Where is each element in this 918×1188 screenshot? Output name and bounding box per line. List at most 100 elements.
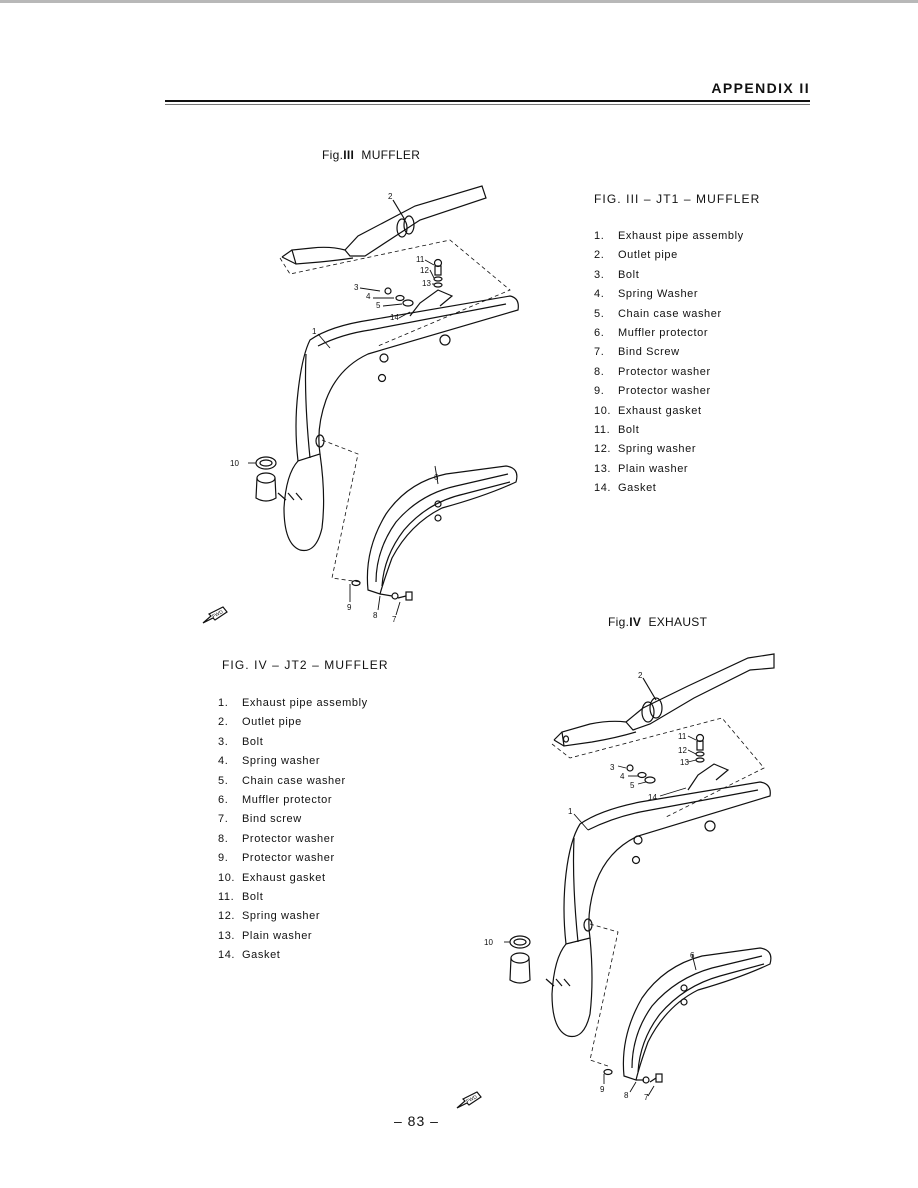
part-name: Bind screw [242,813,302,826]
part-list-item: 8.Protector washer [218,830,368,849]
part-name: Exhaust pipe assembly [618,230,744,242]
part-list-item: 7. Bind Screw [594,343,744,362]
part-number: 4. [218,755,229,768]
part-number: 12. [218,910,236,923]
part-name: Exhaust gasket [242,871,326,884]
scan-edge [0,0,918,3]
part-name: Muffler protector [618,326,709,339]
part-list-item: 14.Gasket [594,479,744,498]
part-list-item: 13. Plain washer [594,460,744,479]
part-number: 1. [218,697,229,709]
part-number: 11. [218,890,235,903]
part-number: 10. [218,871,236,884]
exhaust-gasket-drawing-fig4 [509,935,531,984]
callout-12: 12 [420,266,429,275]
part-name: Bolt [618,268,640,281]
muffler-body-drawing-fig4 [545,781,771,1038]
part-number: 13. [218,929,236,942]
part-list-item: 5. Chain case washer [218,772,368,791]
part-number: 7. [594,346,605,359]
forward-arrow-icon-fig4: FWD [455,1089,483,1116]
callout-8: 8 [373,611,378,620]
figure3-title-prefix: Fig. [322,148,344,162]
forward-arrow-icon: FWD [201,604,229,631]
callout-1: 1 [312,327,317,336]
part-number: 8. [218,832,229,845]
part-name: Bolt [242,735,264,748]
part-number: 6. [594,326,605,339]
callout-4-fig4: 4 [620,772,625,781]
muffler-protector-drawing [366,465,518,595]
part-number: 5. [218,774,229,787]
part-number: 3. [218,735,229,748]
part-name: Bolt [618,423,640,436]
callout-3: 3 [354,283,359,292]
part-name: Chain case washer [618,307,722,320]
part-list-item: 7. Bind screw [218,810,368,829]
part-name: Chain case washer [242,774,346,787]
header-rule [165,100,810,102]
hardware-drawing [384,258,454,317]
part-list-item: 3. Bolt [594,266,744,285]
part-name: Bind Screw [618,346,680,359]
part-list-item: 12. Spring washer [218,907,368,926]
figure4-title-prefix: Fig. [608,615,630,629]
part-number: 7. [218,813,229,826]
callout-14-fig4: 14 [648,793,657,802]
part-number: 5. [594,307,605,320]
part-list-item: 14. Gasket [218,946,368,965]
part-list-item: 5. Chain case washer [594,305,744,324]
part-list-item: 10.Exhaust gasket [594,402,744,421]
part-name: Exhaust pipe assembly [242,697,368,709]
outlet-pipe-drawing-fig4 [553,653,775,747]
part-number: 9. [218,852,229,865]
figure4-list-heading: FIG. IV – JT2 – MUFFLER [222,658,389,672]
part-list-item: 3. Bolt [218,733,368,752]
callout-7: 7 [392,615,397,624]
part-list-item: 6.Muffler protector [218,791,368,810]
part-name: Protector washer [242,852,335,865]
forward-marker-label: FWD [211,609,224,620]
part-number: 4. [594,288,605,301]
callout-6: 6 [434,473,439,482]
part-list-item: 4.Spring washer [218,752,368,771]
callout-2: 2 [388,192,393,201]
part-number: 14. [218,949,236,962]
part-name: Protector washer [618,385,711,398]
part-list-item: 9. Protector washer [218,849,368,868]
part-name: Gasket [242,949,281,962]
figure4-title: Fig.IV EXHAUST [608,615,707,629]
part-name: Bolt [242,890,264,903]
figure3-title: Fig.III MUFFLER [322,148,420,162]
part-list-item: 1. Exhaust pipe assembly [594,227,744,246]
part-name: Spring washer [618,443,697,456]
figure4-title-name: EXHAUST [648,615,708,629]
callout-2-fig4: 2 [638,671,643,680]
part-list-item: 2.Outlet pipe [218,713,368,732]
part-number: 2. [218,716,229,729]
part-list-item: 6. Muffler protector [594,324,744,343]
figure3-title-name: MUFFLER [361,148,421,162]
part-number: 1. [594,230,605,242]
callout-12-fig4: 12 [678,746,687,755]
part-number: 10. [594,404,612,417]
figure3-list-heading: FIG. III – JT1 – MUFFLER [594,192,761,206]
page-number: – 83 – [394,1113,439,1129]
callout-13-fig4: 13 [680,758,689,767]
part-name: Plain washer [618,462,689,475]
part-name: Spring washer [242,910,321,923]
part-list-item: 10. Exhaust gasket [218,869,368,888]
callout-8-fig4: 8 [624,1091,629,1100]
header-rule-thin [165,104,810,105]
part-number: 11. [594,423,611,436]
callout-11: 11 [416,255,425,264]
part-list-item: 1. Exhaust pipe assembly [218,694,368,713]
callout-3-fig4: 3 [610,763,615,772]
page-header-title: APPENDIX II [711,80,810,96]
part-number: 13. [594,462,612,475]
part-number: 14. [594,482,612,495]
part-list-item: 4.Spring Washer [594,285,744,304]
part-number: 2. [594,249,605,262]
part-number: 3. [594,268,605,281]
callout-6-fig4: 6 [690,951,695,960]
